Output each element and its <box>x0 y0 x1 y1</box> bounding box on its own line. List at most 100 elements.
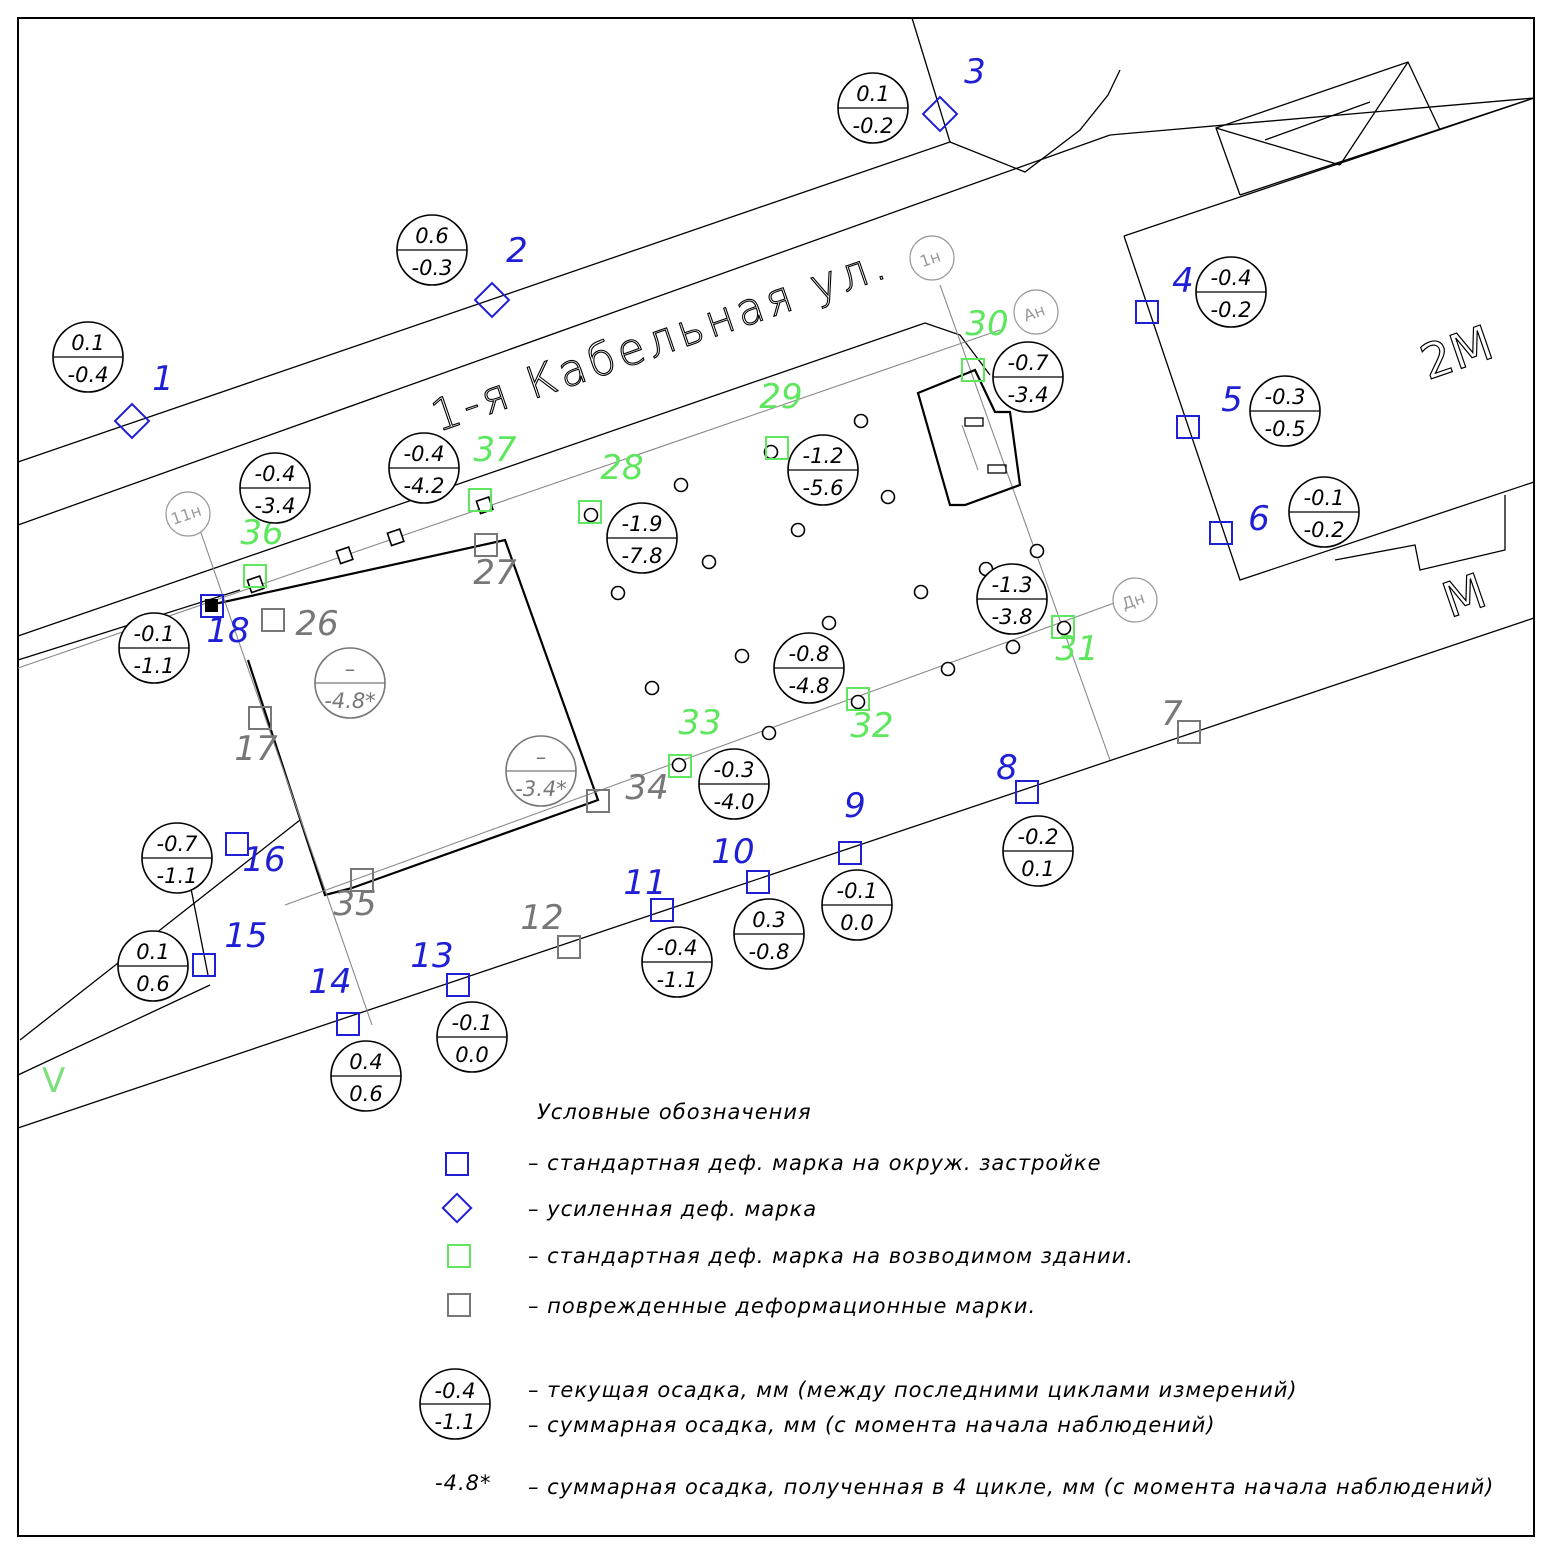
legend-total-text: – суммарная осадка, мм (с момента начала… <box>528 1413 1216 1437</box>
settlement-current-m13: -0.1 <box>452 1011 493 1035</box>
pile <box>790 522 806 538</box>
settlement-bubble-m32: -0.8 -4.8 <box>773 632 845 704</box>
piles <box>205 413 1072 773</box>
corner-mark: V <box>42 1061 65 1101</box>
street-lines <box>17 17 1535 1129</box>
settlement-bubble-m28: -1.9-7.8 <box>606 502 678 574</box>
legend: Условные обозначения – стандартная деф. … <box>419 1100 1494 1499</box>
legend-sample-bubble: -0.4 -1.1 <box>419 1368 491 1440</box>
settlement-bubble-m8: -0.20.1 <box>1002 815 1074 887</box>
settlement-current-m3: 0.1 <box>856 82 889 106</box>
settlement-total-m6: -0.2 <box>1304 518 1345 542</box>
mark-27-label: 27 <box>473 553 517 593</box>
settlement-bubble-m26: –-4.8* <box>314 647 386 719</box>
settlement-bubble-m6: -0.1-0.2 <box>1288 476 1360 548</box>
settlement-bubble-m30: -0.7 -3.4 <box>992 341 1064 413</box>
mark-8-label: 8 <box>996 748 1018 788</box>
legend-item-new-building: – стандартная деф. марка на возводимом з… <box>528 1244 1134 1268</box>
mark-31-label: 31 <box>1055 629 1098 669</box>
settlement-current-m14: 0.4 <box>349 1050 382 1074</box>
mark-29-label: 29 <box>759 377 802 417</box>
settlement-bubble-m16: -0.7-1.1 <box>141 822 213 894</box>
axis-1n: 1н <box>909 235 955 281</box>
mark-35-symbol <box>350 868 374 892</box>
pile <box>913 584 929 600</box>
pile <box>701 554 717 570</box>
settlement-total-m28: -7.8 <box>622 544 663 568</box>
pile <box>673 477 689 493</box>
mark-11-symbol <box>650 898 674 922</box>
settlement-current-m8: -0.2 <box>1018 825 1059 849</box>
mark-31-symbol <box>1051 615 1075 639</box>
settlement-total-m33: -4.0 <box>714 790 755 814</box>
settlement-current-m18: -0.1 <box>134 622 175 646</box>
settlement-bubble-m34: –-3.4* <box>505 735 577 807</box>
settlement-bubble-m33: -0.3-4.0 <box>698 748 770 820</box>
pile <box>1005 639 1021 655</box>
settlement-current-m29: -1.2 <box>803 444 844 468</box>
legend-sample-current: -0.4 <box>435 1379 476 1403</box>
mark-6-label: 6 <box>1248 499 1270 539</box>
settlement-current-m31: -1.3 <box>992 573 1033 597</box>
mark-16-label: 16 <box>242 840 285 880</box>
legend-cycle4-text: – суммарная осадка, полученная в 4 цикле… <box>528 1475 1494 1499</box>
mark-15-symbol <box>192 953 216 977</box>
settlement-bubble-m15: 0.10.6 <box>117 930 189 1002</box>
mark-28-symbol <box>578 500 602 524</box>
legend-sample-total: -1.1 <box>435 1410 476 1434</box>
mark-32-symbol <box>846 687 870 711</box>
settlement-current-m32: -0.8 <box>789 642 830 666</box>
settlement-current-m4: -0.4 <box>1211 266 1252 290</box>
street-name: 1-я Кабельная ул. <box>425 238 896 443</box>
pile <box>671 757 687 773</box>
mark-6-symbol <box>1209 521 1233 545</box>
legend-damaged-icon <box>447 1293 471 1317</box>
construction-site <box>17 284 1151 1026</box>
drawing-frame <box>17 17 1535 1537</box>
mark-3-symbol <box>921 95 959 133</box>
mark-34-symbol <box>586 789 610 813</box>
settlement-total-m32: -4.8 <box>789 674 830 698</box>
axis-markers: 1н Ан 11н Дн <box>165 235 1158 623</box>
mark-10-symbol <box>746 870 770 894</box>
mark-14-label: 14 <box>308 962 351 1002</box>
mark-16-symbol <box>225 832 249 856</box>
settlement-current-m10: 0.3 <box>752 908 785 932</box>
mark-2-label: 2 <box>506 231 528 271</box>
settlement-total-m36: -3.4 <box>255 494 296 518</box>
settlement-total-m10: -0.8 <box>749 940 790 964</box>
legend-title: Условные обозначения <box>537 1100 812 1124</box>
mark-7-symbol <box>1177 720 1201 744</box>
settlement-bubble-m1: 0.1-0.4 <box>52 321 124 393</box>
legend-item-standard: – стандартная деф. марка на окруж. застр… <box>528 1151 1102 1175</box>
mark-15-label: 15 <box>224 916 267 956</box>
settlement-total-m2: -0.3 <box>412 256 453 280</box>
settlement-current-m1: 0.1 <box>71 331 104 355</box>
settlement-current-m26: – <box>345 657 356 681</box>
settlement-total-m29: -5.6 <box>803 476 844 500</box>
pile <box>940 661 956 677</box>
mark-37-label: 37 <box>473 430 517 470</box>
mark-8-symbol <box>1015 780 1039 804</box>
settlement-total-m5: -0.5 <box>1265 417 1306 441</box>
building-label-2m: 2М <box>1414 315 1500 391</box>
mark-12-label: 12 <box>520 898 563 938</box>
settlement-current-m30: -0.7 <box>1008 351 1050 375</box>
mark-14-symbol <box>336 1012 360 1036</box>
legend-standard-icon <box>445 1152 469 1176</box>
mark-30-label: 30 <box>965 304 1008 344</box>
mark-35-label: 35 <box>333 884 376 924</box>
settlement-total-m31: -3.8 <box>992 605 1033 629</box>
settlement-bubble-m5: -0.3-0.5 <box>1249 375 1321 447</box>
settlement-total-m15: 0.6 <box>136 972 169 996</box>
pile <box>246 575 265 594</box>
mark-4-label: 4 <box>1172 261 1194 301</box>
settlement-total-m37: -4.2 <box>404 474 445 498</box>
settlement-current-m11: -0.4 <box>657 936 698 960</box>
settlement-total-m30: -3.4 <box>1008 383 1049 407</box>
pile <box>1029 543 1045 559</box>
mark-18-symbol <box>200 594 224 618</box>
settlement-bubble-m18: -0.1-1.1 <box>118 612 190 684</box>
